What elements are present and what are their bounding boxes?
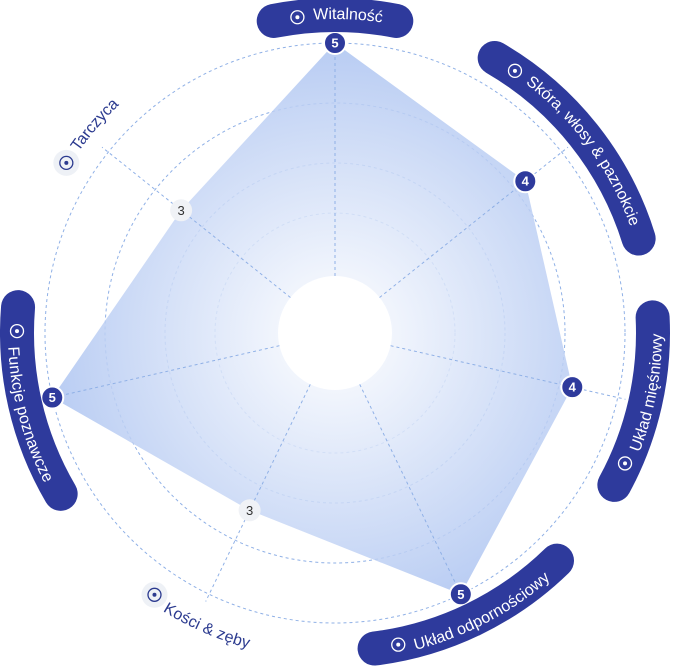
category-pill[interactable] (597, 300, 670, 502)
value-badge-text: 5 (457, 587, 464, 602)
value-badge-circle (513, 169, 538, 194)
value-badge-text: 4 (522, 174, 530, 189)
value-badge-text: 3 (246, 503, 253, 518)
bone-icon (141, 581, 168, 608)
category-label-text: Witalność (313, 6, 384, 27)
face-icon (507, 63, 523, 78)
grid-ring (44, 42, 626, 624)
axis-line (390, 345, 626, 400)
brain-icon (9, 323, 25, 339)
category-pill[interactable] (477, 40, 656, 256)
muscle-icon (617, 456, 633, 471)
category-label[interactable]: Tarczyca (53, 96, 122, 176)
value-badge: 3 (238, 499, 261, 522)
category-label[interactable]: Układ mięśniowy (597, 300, 670, 502)
value-badge-circle (560, 375, 585, 400)
value-badge-circle (448, 582, 473, 607)
value-badge-text: 5 (331, 36, 338, 51)
value-badge-text: 3 (178, 203, 185, 218)
value-badge-circle (323, 31, 347, 55)
value-badges: 5 4 4 5 3 5 3 (40, 31, 585, 607)
value-badge-text: 5 (49, 390, 56, 405)
axis-line (359, 384, 465, 602)
value-badge: 5 (40, 385, 65, 410)
category-label-text: Tarczyca (68, 96, 122, 155)
axis-line (379, 146, 569, 298)
category-label[interactable]: Kości & zęby (141, 581, 252, 653)
value-badge: 5 (448, 582, 473, 607)
category-label-textpath: Tarczyca (68, 96, 122, 155)
shield-icon (391, 637, 406, 652)
center-hole (278, 276, 392, 390)
radar-axes (44, 35, 626, 602)
lightning-icon (290, 10, 305, 25)
value-badge: 4 (560, 375, 585, 400)
category-pill[interactable] (256, 0, 414, 38)
value-badge: 5 (323, 31, 347, 55)
category-label[interactable]: Witalność (256, 0, 414, 38)
category-label-text: Kości & zęby (160, 600, 251, 652)
axis-line (44, 345, 280, 400)
category-label-textpath: Kości & zęby (160, 600, 251, 652)
value-badge-circle (238, 499, 261, 522)
value-badge-circle (40, 385, 65, 410)
value-badge-circle (170, 199, 193, 222)
category-label-textpath: Witalność (313, 6, 384, 27)
value-badge: 3 (170, 199, 193, 222)
value-badge-text: 4 (569, 380, 577, 395)
value-badge: 4 (513, 169, 538, 194)
axis-line (101, 146, 291, 298)
thyroid-icon (53, 149, 80, 176)
axis-line (205, 384, 311, 602)
